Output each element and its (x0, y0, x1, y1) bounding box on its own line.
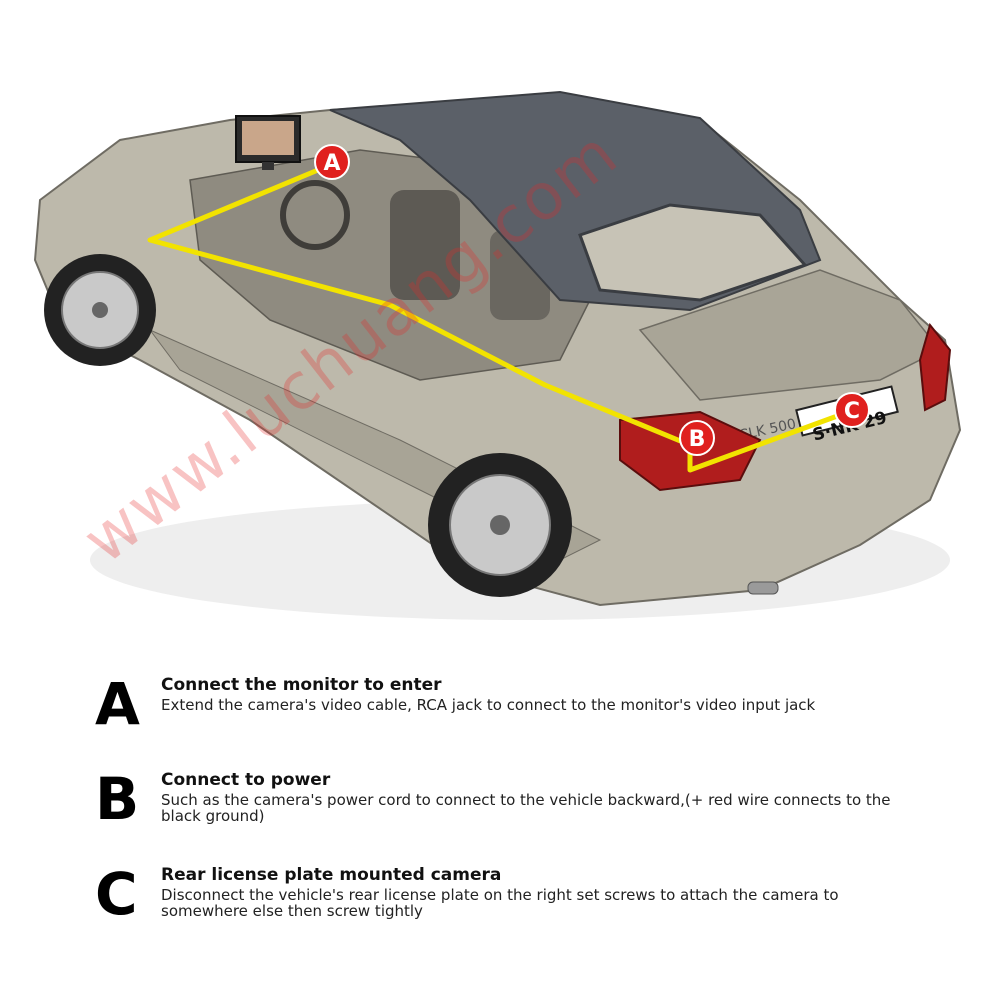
legend-title-b: Connect to power (161, 770, 331, 790)
legend-letter-b: B (95, 765, 140, 833)
steering-wheel (280, 180, 350, 250)
marker-b: B (679, 420, 715, 456)
front-wheel (44, 254, 156, 366)
legend-letter-c: C (95, 860, 138, 928)
rear-wheel (428, 453, 572, 597)
exhaust-pipe (747, 581, 779, 595)
legend-desc-a: Extend the camera's video cable, RCA jac… (161, 696, 816, 714)
marker-c-label: C (844, 399, 860, 424)
marker-a-label: A (323, 151, 340, 176)
front-seat (390, 190, 460, 300)
car-wiring-illustration: CLK 500 S·NK 29 A B C (33, 90, 962, 620)
rear-view-monitor (235, 115, 301, 170)
marker-a: A (314, 144, 350, 180)
legend-desc-c: Disconnect the vehicle's rear license pl… (161, 886, 839, 920)
legend-letter-a: A (95, 670, 140, 738)
marker-c: C (834, 392, 870, 428)
legend-desc-b: Such as the camera's power cord to conne… (161, 791, 891, 825)
legend-title-a: Connect the monitor to enter (161, 675, 442, 695)
right-tail-light (918, 322, 952, 412)
camera-cable (147, 162, 841, 473)
marker-b-label: B (689, 427, 706, 452)
legend-title-c: Rear license plate mounted camera (161, 865, 502, 885)
rear-window (578, 203, 808, 302)
